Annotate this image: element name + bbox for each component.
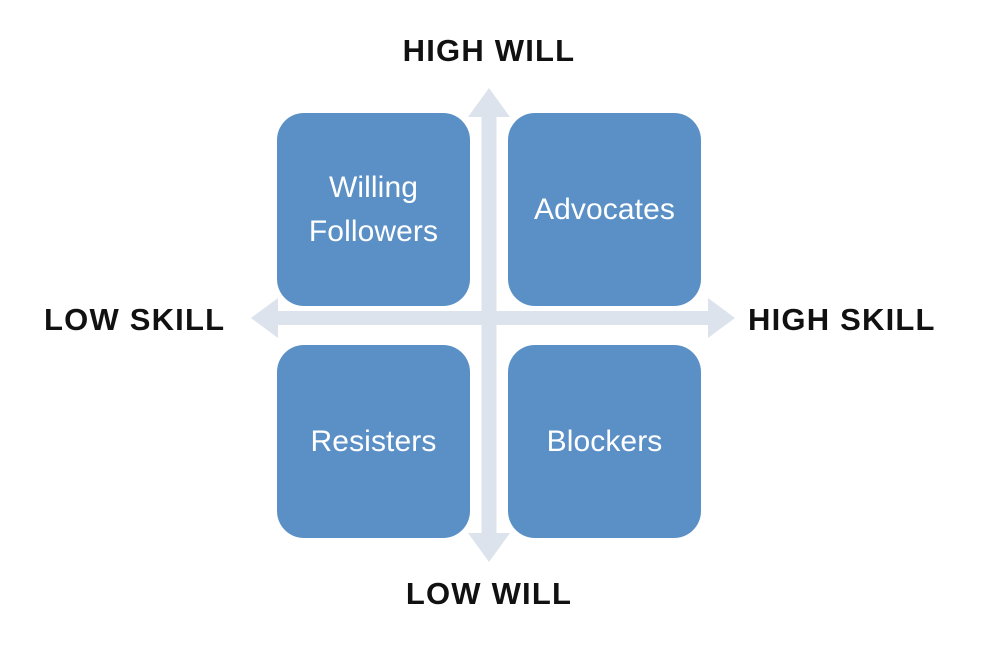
quadrant-box-advocates[interactable]: Advocates [508, 113, 701, 306]
axis-label-low-skill: LOW SKILL [44, 302, 226, 337]
quadrant-label-resisters: Resisters [310, 424, 437, 458]
axis-label-high-skill: HIGH SKILL [748, 302, 936, 337]
quadrant-box-blockers[interactable]: Blockers [508, 345, 701, 538]
quadrant-box-willing-followers[interactable]: Willing Followers [277, 113, 470, 306]
vertical-axis-arrow [468, 88, 510, 562]
quadrant-label-blockers: Blockers [546, 424, 663, 458]
axis-label-low-will: LOW WILL [405, 576, 573, 611]
quadrant-label-advocates: Advocates [534, 192, 675, 226]
quadrant-label-willing-followers: Willing Followers [308, 170, 439, 248]
axis-label-high-will: HIGH WILL [402, 33, 576, 68]
quadrant-box-resisters[interactable]: Resisters [277, 345, 470, 538]
